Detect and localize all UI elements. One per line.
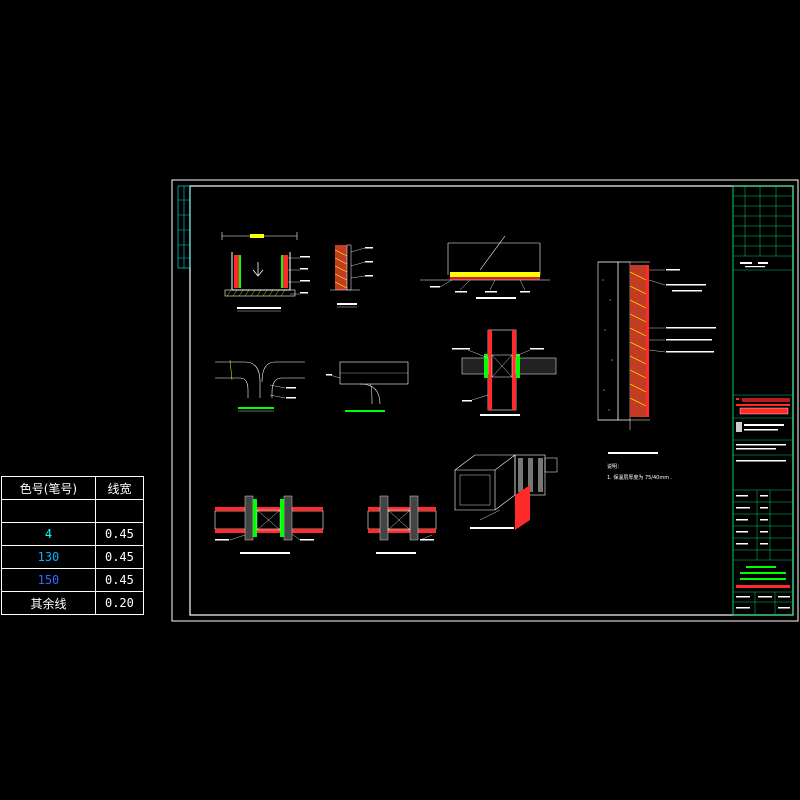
detail-elbow-right: [326, 361, 409, 412]
table-row: 4 0.45: [1, 522, 145, 546]
detail-insulation-layer: [330, 244, 373, 308]
detail-elbow-left: [215, 359, 305, 412]
detail-vertical-wall: [597, 261, 716, 454]
line-width-cell: 0.45: [94, 545, 145, 569]
detail-duct-section: [221, 232, 310, 312]
header-line-width: 线宽: [94, 476, 145, 500]
pen-width-table: 色号(笔号) 线宽 4 0.45 130 0.45 150 0.45 其余线 0…: [1, 476, 145, 615]
detail-duct-through-slab: [452, 329, 557, 416]
line-width-cell: [94, 499, 145, 523]
line-width-cell: 0.45: [94, 568, 145, 592]
binding-strip: [177, 185, 191, 269]
note-line: 1. 保温层厚度为 75/40mm .: [607, 474, 673, 481]
title-block: [732, 185, 794, 616]
table-row: 其余线 0.20: [1, 591, 145, 615]
detail-wall-penetration-left: [214, 495, 324, 554]
detail-wall-penetration-right: [367, 495, 437, 554]
table-row: 150 0.45: [1, 568, 145, 592]
detail-isometric-duct: [454, 454, 558, 530]
color-id-cell: 其余线: [1, 591, 96, 615]
table-row: 130 0.45: [1, 545, 145, 569]
color-id-cell: 150: [1, 568, 96, 592]
line-width-cell: 0.20: [94, 591, 145, 615]
outer-frame: [171, 179, 799, 622]
table-header-row: 色号(笔号) 线宽: [1, 476, 145, 500]
detail-floor-duct: [420, 235, 550, 299]
note-title: 说明：: [607, 463, 622, 470]
header-color-id: 色号(笔号): [1, 476, 96, 500]
